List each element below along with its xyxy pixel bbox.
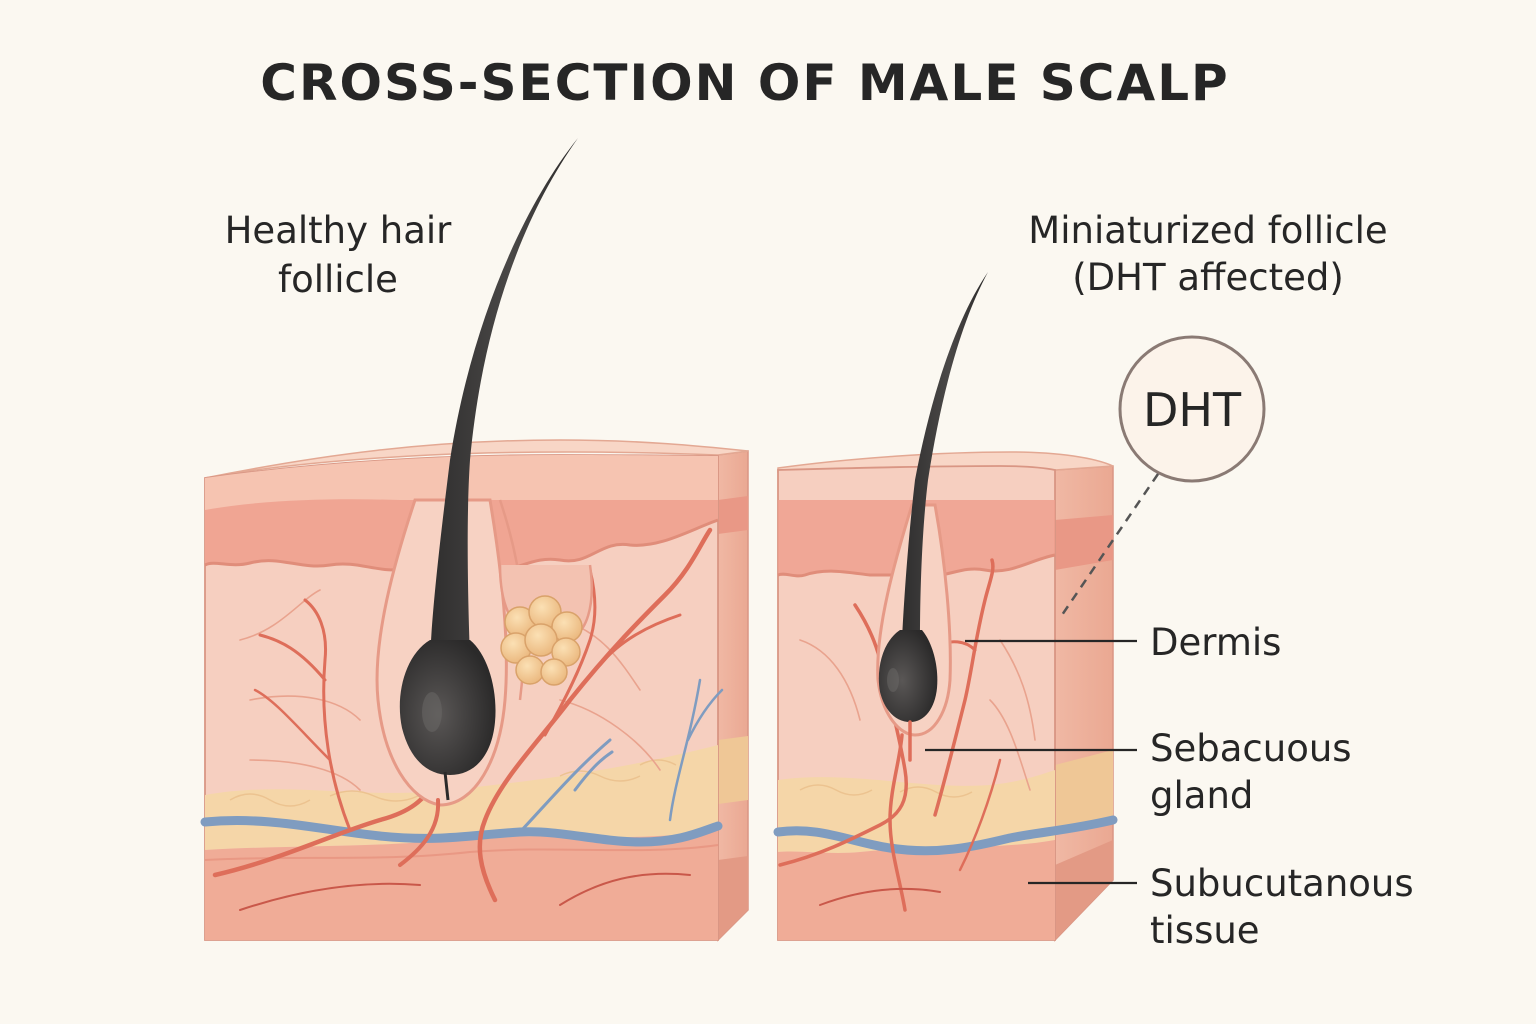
label-miniaturized-follicle-line1: Miniaturized follicle xyxy=(1028,209,1387,252)
miniaturized-hair-bulb xyxy=(878,630,938,722)
healthy-hair-bulb xyxy=(399,640,496,775)
label-subcutaneous-line2: tissue xyxy=(1150,909,1260,952)
dht-circle xyxy=(1118,335,1266,483)
page-title: CROSS-SECTION OF MALE SCALP xyxy=(260,54,1229,112)
dht-label: DHT xyxy=(1143,383,1242,437)
label-sebaceous-line2: gland xyxy=(1150,774,1253,817)
dht-indicator: DHT xyxy=(1060,335,1266,616)
label-sebaceous-line1: Sebacuous xyxy=(1150,727,1352,770)
healthy-skin-block xyxy=(200,138,749,942)
label-healthy-follicle-line2: follicle xyxy=(278,258,398,301)
healthy-hair-shaft xyxy=(430,138,578,660)
dht-dashed-pointer xyxy=(1060,473,1160,616)
label-miniaturized-follicle-line2: (DHT affected) xyxy=(1072,256,1344,299)
label-dermis: Dermis xyxy=(1150,621,1281,664)
sebaceous-gland xyxy=(500,595,583,686)
miniaturized-skin-block xyxy=(773,272,1118,942)
label-subcutaneous-line1: Subucutanous xyxy=(1150,862,1414,905)
label-healthy-follicle-line1: Healthy hair xyxy=(225,209,453,252)
miniaturized-hair-shaft xyxy=(902,272,988,640)
